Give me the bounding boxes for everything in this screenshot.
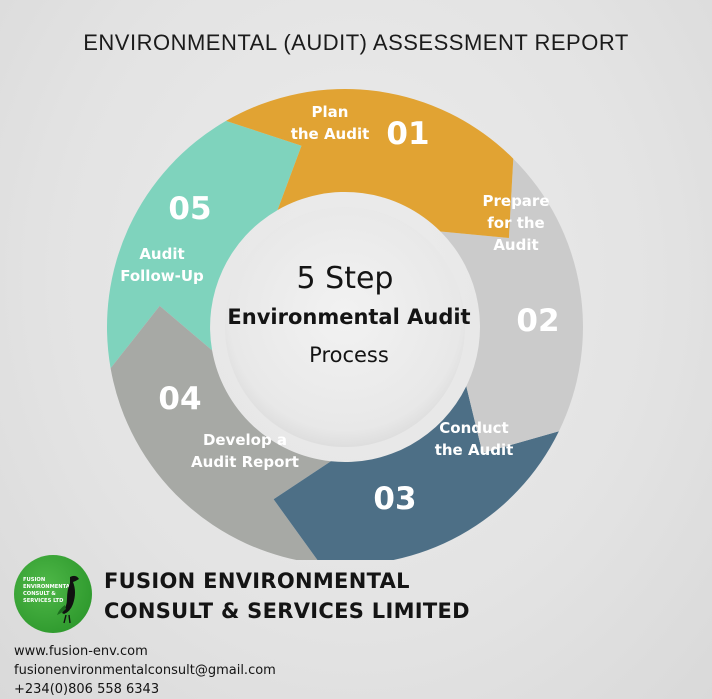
step-04-label: Audit Report (191, 453, 299, 471)
step-01-number: 01 (386, 116, 429, 152)
step-05-segment (106, 120, 302, 369)
step-04-segment (110, 305, 331, 560)
step-01-segment (226, 89, 514, 238)
company-name-line1: FUSION ENVIRONMENTAL (104, 569, 410, 593)
phone-number: +234(0)806 558 6343 (14, 682, 160, 697)
website-link[interactable]: www.fusion-env.com (14, 644, 148, 659)
step-05-label: Audit (139, 245, 184, 263)
company-name-line2: CONSULT & SERVICES LIMITED (104, 599, 470, 623)
step-03-label: Conduct (439, 419, 508, 437)
step-02-label: for the (487, 214, 544, 232)
company-name: FUSION ENVIRONMENTAL CONSULT & SERVICES … (104, 566, 470, 626)
center-disc (225, 207, 465, 447)
bird-icon (57, 575, 79, 624)
step-02-segment (440, 158, 583, 453)
step-03-segment (273, 386, 559, 560)
step-05-label: Follow-Up (120, 267, 204, 285)
center-caption: Process (309, 343, 389, 367)
step-04-number: 04 (158, 381, 201, 417)
step-01-label: the Audit (291, 125, 370, 143)
step-01-label: Plan (312, 103, 349, 121)
company-logo: FUSION ENVIRONMENTAL CONSULT & SERVICES … (14, 555, 92, 633)
step-02-label: Prepare (483, 192, 550, 210)
page-title: ENVIRONMENTAL (AUDIT) ASSESSMENT REPORT (83, 30, 629, 55)
center-subtitle: Environmental Audit (227, 305, 470, 329)
step-05-number: 05 (168, 191, 211, 227)
audit-cycle-diagram: 5 Step Environmental Audit Process Plan t… (106, 89, 583, 560)
center-title: 5 Step (297, 261, 394, 296)
step-02-number: 02 (516, 303, 559, 339)
logo-text: FUSION ENVIRONMENTAL CONSULT & SERVICES … (23, 577, 74, 604)
step-02-label: Audit (493, 236, 538, 254)
contact-details: www.fusion-env.com fusionenvironmentalco… (14, 642, 276, 699)
step-04-label: Develop a (203, 431, 287, 449)
email-link[interactable]: fusionenvironmentalconsult@gmail.com (14, 663, 276, 678)
step-03-label: the Audit (435, 441, 514, 459)
step-03-number: 03 (373, 481, 416, 517)
